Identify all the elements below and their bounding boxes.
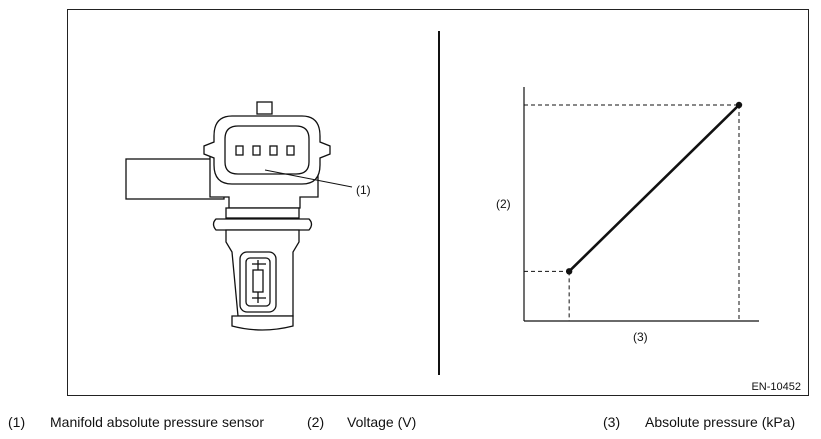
- figure-frame: [67, 9, 809, 396]
- legend-num-3: (3): [603, 414, 621, 430]
- legend-num-1: (1): [8, 414, 26, 430]
- panel-divider: [438, 31, 440, 375]
- legend-text-3: Absolute pressure (kPa): [645, 414, 796, 430]
- connector-tab: [256, 101, 273, 115]
- legend-num-2: (2): [307, 414, 325, 430]
- connector-pin: [286, 145, 295, 156]
- figure-code: EN-10452: [751, 381, 801, 393]
- legend-text-1: Manifold absolute pressure sensor: [50, 414, 265, 430]
- resistor-element: [252, 269, 264, 293]
- mounting-bracket: [125, 158, 225, 200]
- o-ring: [212, 218, 313, 231]
- connector-pin: [269, 145, 278, 156]
- probe-tip: [231, 315, 294, 331]
- series-line: [568, 104, 740, 273]
- connector-pin: [252, 145, 261, 156]
- connector-inner: [224, 125, 310, 175]
- sensor-callout: (1): [356, 183, 371, 197]
- data-point-0: [565, 268, 573, 275]
- x-axis-label: (3): [633, 330, 648, 344]
- data-point-1: [735, 101, 743, 109]
- y-axis-label: (2): [496, 197, 511, 211]
- sensor-neck: [225, 207, 300, 219]
- legend: (1) Manifold absolute pressure sensor (2…: [0, 414, 821, 434]
- legend-text-2: Voltage (V): [347, 414, 417, 430]
- callout-leader: [264, 169, 353, 188]
- connector-pin: [235, 145, 244, 156]
